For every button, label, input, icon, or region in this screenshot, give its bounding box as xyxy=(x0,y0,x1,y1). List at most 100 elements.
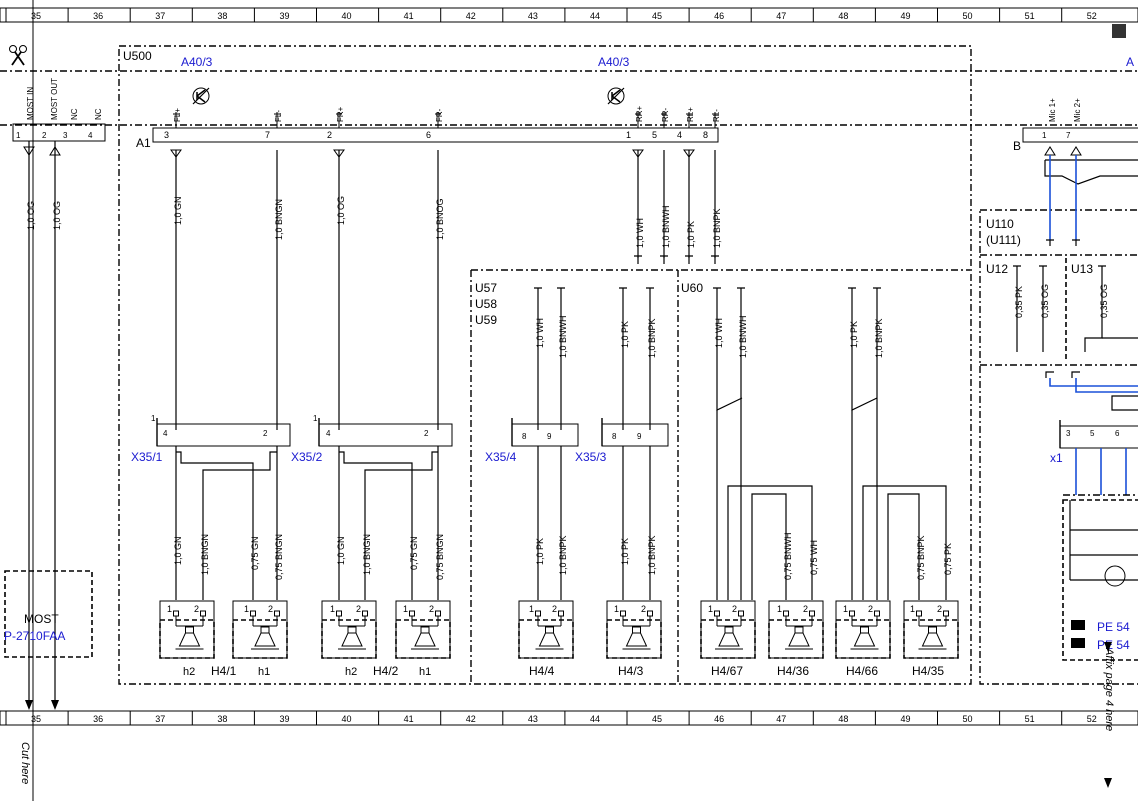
wire-label: 1,0 BNWH xyxy=(558,315,568,358)
most-pin-label: NC xyxy=(70,108,79,120)
pin-number: 1 xyxy=(313,414,318,423)
connector-x35-3[interactable]: 8 9 X35/3 xyxy=(575,418,669,464)
ref-a: A xyxy=(1126,55,1134,69)
wire-label: 1,0 BNPK xyxy=(558,535,568,575)
most-module-box[interactable] xyxy=(4,570,93,658)
ruler-number: 48 xyxy=(838,11,848,21)
speaker-label: H4/2 xyxy=(373,664,399,678)
connector-x35-1[interactable]: 1 4 2 X35/1 xyxy=(131,414,291,464)
ruler-number: 47 xyxy=(776,11,786,21)
wire-label: 0,35 OG xyxy=(1099,284,1109,318)
wire-label: 1,0 BNPK xyxy=(647,535,657,575)
u500-label: U500 xyxy=(123,49,152,63)
variant-label: U59 xyxy=(475,313,497,327)
speaker-pin-number: 1 xyxy=(403,604,408,614)
ruler-number: 37 xyxy=(155,714,165,724)
wire-label: 1,0 BNGN xyxy=(200,534,210,575)
pin-number: 1 xyxy=(151,414,156,423)
ruler-number: 37 xyxy=(155,11,165,21)
variant-label: U58 xyxy=(475,297,497,311)
ruler-number: 44 xyxy=(590,11,600,21)
speaker-sub-label: h1 xyxy=(419,666,431,678)
a1-pin-number: 2 xyxy=(327,130,332,140)
pe-reference[interactable]: PE 54 xyxy=(1071,620,1130,634)
connector-label: X35/4 xyxy=(485,450,517,464)
speaker-pin-number: 2 xyxy=(268,604,273,614)
speaker-pin-number: 2 xyxy=(868,604,873,614)
wire-label: 0,75 PK xyxy=(943,543,953,575)
pin-number: 8 xyxy=(522,432,527,441)
variant-label: U60 xyxy=(681,281,703,295)
pin-number: 2 xyxy=(263,429,268,438)
ruler-number: 49 xyxy=(900,714,910,724)
wire-label: 1,0 PK xyxy=(849,321,859,348)
ruler-number: 38 xyxy=(217,11,227,21)
most-pin-number: 4 xyxy=(88,131,93,140)
wire-label: 1,0 OG xyxy=(52,201,62,230)
ruler-number: 39 xyxy=(279,11,289,21)
most-pin-number: 1 xyxy=(16,131,21,140)
scissors-icon[interactable] xyxy=(9,45,27,66)
speaker-label: H4/3 xyxy=(618,664,644,678)
speaker-label: H4/67 xyxy=(711,664,743,678)
wire-label: 1,0 PK xyxy=(686,221,696,248)
a1-pin-number: 8 xyxy=(703,130,708,140)
u110-label: U110 xyxy=(986,217,1014,231)
wire-label: 1,0 BNWH xyxy=(661,205,671,248)
wire-label: 1,0 WH xyxy=(535,318,545,348)
mic-pin-label: Mic 1+ xyxy=(1048,98,1057,122)
pin-number: 9 xyxy=(547,432,552,441)
a1-pin-label: RR+ xyxy=(635,105,644,122)
a1-pin-label: FR+ xyxy=(336,106,345,122)
a1-pin-group: FL+3FL-7FR+2FR-6RR+1RR-5RL+4RL-8 xyxy=(152,105,721,143)
a40-ref-center: A40/3 xyxy=(598,55,630,69)
wire-label: 1,0 BNOG xyxy=(435,198,445,240)
ruler-number: 46 xyxy=(714,714,724,724)
speaker-sub-label: h2 xyxy=(183,666,195,678)
wire-label: 1,0 PK xyxy=(620,538,630,565)
page-corner-tab xyxy=(1112,24,1126,38)
speaker-label: H4/36 xyxy=(777,664,809,678)
connector-label: X35/1 xyxy=(131,450,163,464)
ruler-number: 46 xyxy=(714,11,724,21)
ruler-number: 42 xyxy=(466,11,476,21)
connector-x35-2[interactable]: 1 4 2 X35/2 xyxy=(291,414,453,464)
variant-plugs xyxy=(534,255,881,296)
wire-label: 1,0 WH xyxy=(635,218,645,248)
ruler-number: 40 xyxy=(342,714,352,724)
speaker-pin-number: 2 xyxy=(732,604,737,614)
ruler-number: 52 xyxy=(1087,714,1097,724)
speaker-pin-number: 1 xyxy=(167,604,172,614)
u500-ground-arrows xyxy=(170,149,695,158)
a1-pin-label: RL- xyxy=(712,109,721,122)
ruler-number: 52 xyxy=(1087,11,1097,21)
connector-x35-4[interactable]: 8 9 X35/4 xyxy=(485,418,579,464)
a1-label: A1 xyxy=(136,136,151,150)
most-module-label: MOST xyxy=(24,612,59,626)
speaker-pin-number: 1 xyxy=(843,604,848,614)
mic-pin-number: 1 xyxy=(1042,131,1047,140)
wire-label: 1,0 PK xyxy=(535,538,545,565)
a1-pin-number: 7 xyxy=(265,130,270,140)
a1-pin-number: 6 xyxy=(426,130,431,140)
connector-label: X35/3 xyxy=(575,450,607,464)
ruler-number: 45 xyxy=(652,11,662,21)
speaker-pin-number: 2 xyxy=(641,604,646,614)
speaker-pin-number: 2 xyxy=(552,604,557,614)
speaker-pin-number: 1 xyxy=(330,604,335,614)
a1-pin-label: FR- xyxy=(435,108,444,122)
pe-reference[interactable]: PE 54 xyxy=(1071,638,1130,652)
amplifier-icon xyxy=(607,87,625,105)
